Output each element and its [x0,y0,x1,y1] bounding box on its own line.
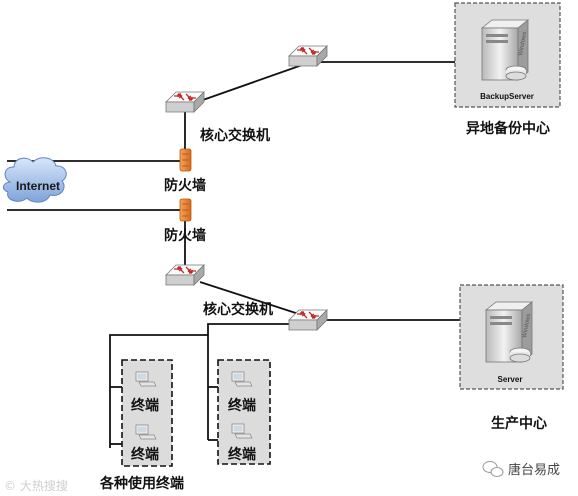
core-switch-bottom-label: 核心交换机 [203,301,273,318]
production-server-box: Windows Server [459,284,564,390]
firewall-bottom-icon [179,198,192,222]
production-server-label: Server [498,375,523,384]
link-core-bottom-to-production-switch [199,281,306,317]
watermark-right-text: 唐台易成 [508,462,560,478]
link-production-switch-to-terminals [207,323,305,335]
terminal-2-label: 终端 [131,446,159,463]
production-server-side-text: Windows [522,313,532,338]
firewall-top-icon [179,148,192,172]
production-server-icon [484,301,534,363]
terminal-1-label: 终端 [131,397,159,414]
link-core-top-to-backup-switch [199,63,306,102]
watermark-left: © 大热搜搜 [4,478,68,493]
wechat-icon [482,461,504,477]
core-switch-top-icon [165,91,205,113]
backup-server-box: Windows BackupServer [454,2,561,108]
watermark-right: 唐台易成 [482,461,560,478]
firewall-top-label: 防火墙 [164,177,206,194]
terminals-bus-left [109,334,208,448]
terminal-3-label: 终端 [228,397,256,414]
core-switch-top-label: 核心交换机 [200,127,270,144]
backup-server-side-text: Windows [518,31,528,56]
production-center-label: 生产中心 [491,415,547,432]
internet-label: Internet [16,179,60,193]
terminal-4-label: 终端 [228,446,256,463]
terminals-caption: 各种使用终端 [99,475,184,492]
core-switch-bottom-icon [165,264,205,286]
backup-server-label: BackupServer [480,92,534,101]
backup-server-icon [480,19,530,81]
internet-cloud: Internet [2,157,67,203]
terminal-group-left: 终端 终端 [121,359,173,467]
backup-switch-icon [288,45,328,67]
backup-center-label: 异地备份中心 [466,120,550,137]
firewall-bottom-label: 防火墙 [164,227,206,244]
terminal-group-right: 终端 终端 [217,359,271,465]
